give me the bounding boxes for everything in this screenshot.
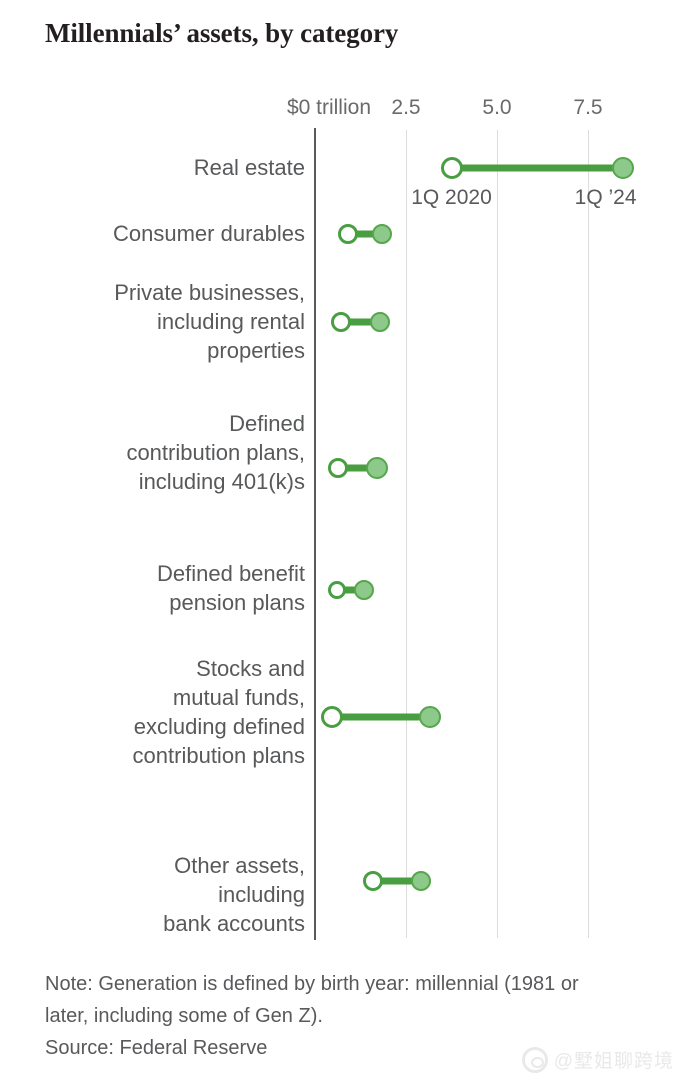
data-point-end[interactable]: [354, 580, 375, 600]
weibo-icon: [521, 1046, 548, 1073]
gridline-5.0: [497, 130, 498, 938]
gridline-7.5: [588, 130, 589, 938]
category-label: Real estate: [193, 155, 305, 180]
axis-tick-2.5: 2.5: [391, 96, 421, 119]
dumbbell-connector: [451, 164, 623, 172]
data-point-end[interactable]: [411, 871, 432, 891]
axis-label-zero: $0 trillion: [286, 96, 371, 119]
dumbbell-connector: [331, 713, 430, 721]
data-point-end[interactable]: [372, 224, 393, 244]
data-point-start[interactable]: [440, 157, 463, 179]
dumbbell-connector: [337, 464, 377, 472]
weibo-watermark: @墅姐聊跨境: [521, 1046, 674, 1073]
gridline-2.5: [406, 130, 407, 938]
category-label: Stocks and mutual funds, excluding defin…: [132, 656, 305, 768]
series-annotation-end: 1Q ’24: [574, 186, 637, 209]
dumbbell-connector: [373, 877, 422, 885]
data-point-start[interactable]: [327, 581, 346, 599]
dumbbell-connector: [341, 318, 380, 326]
data-point-start[interactable]: [363, 871, 384, 891]
data-point-start[interactable]: [337, 224, 358, 244]
data-point-end[interactable]: [365, 457, 388, 479]
watermark-text: @墅姐聊跨境: [553, 1051, 674, 1072]
data-point-start[interactable]: [327, 458, 348, 478]
dumbbell-connector: [347, 230, 383, 238]
category-label: Other assets, including bank accounts: [163, 853, 305, 936]
data-point-end[interactable]: [419, 706, 442, 728]
data-point-end[interactable]: [611, 157, 634, 179]
chart-footer: Note: Generation is defined by birth yea…: [45, 968, 645, 1064]
category-label: Consumer durables: [113, 221, 305, 246]
data-point-start[interactable]: [331, 312, 352, 332]
axis-tick-5.0: 5.0: [482, 96, 512, 119]
axis-tick-7.5: 7.5: [573, 96, 603, 119]
page-title: Millennials’ assets, by category: [45, 18, 399, 48]
series-annotation-start: 1Q 2020: [411, 186, 492, 209]
footer-note: Note: Generation is defined by birth yea…: [45, 973, 579, 1027]
dumbbell-connector: [336, 586, 365, 594]
data-point-start[interactable]: [320, 706, 343, 728]
data-point-end[interactable]: [369, 312, 390, 332]
y-axis-line: [314, 128, 316, 940]
footer-source: Source: Federal Reserve: [45, 1037, 268, 1059]
category-label: Defined contribution plans, including 40…: [126, 411, 305, 494]
category-label: Private businesses, including rental pro…: [114, 280, 305, 363]
category-label: Defined benefit pension plans: [157, 561, 305, 615]
